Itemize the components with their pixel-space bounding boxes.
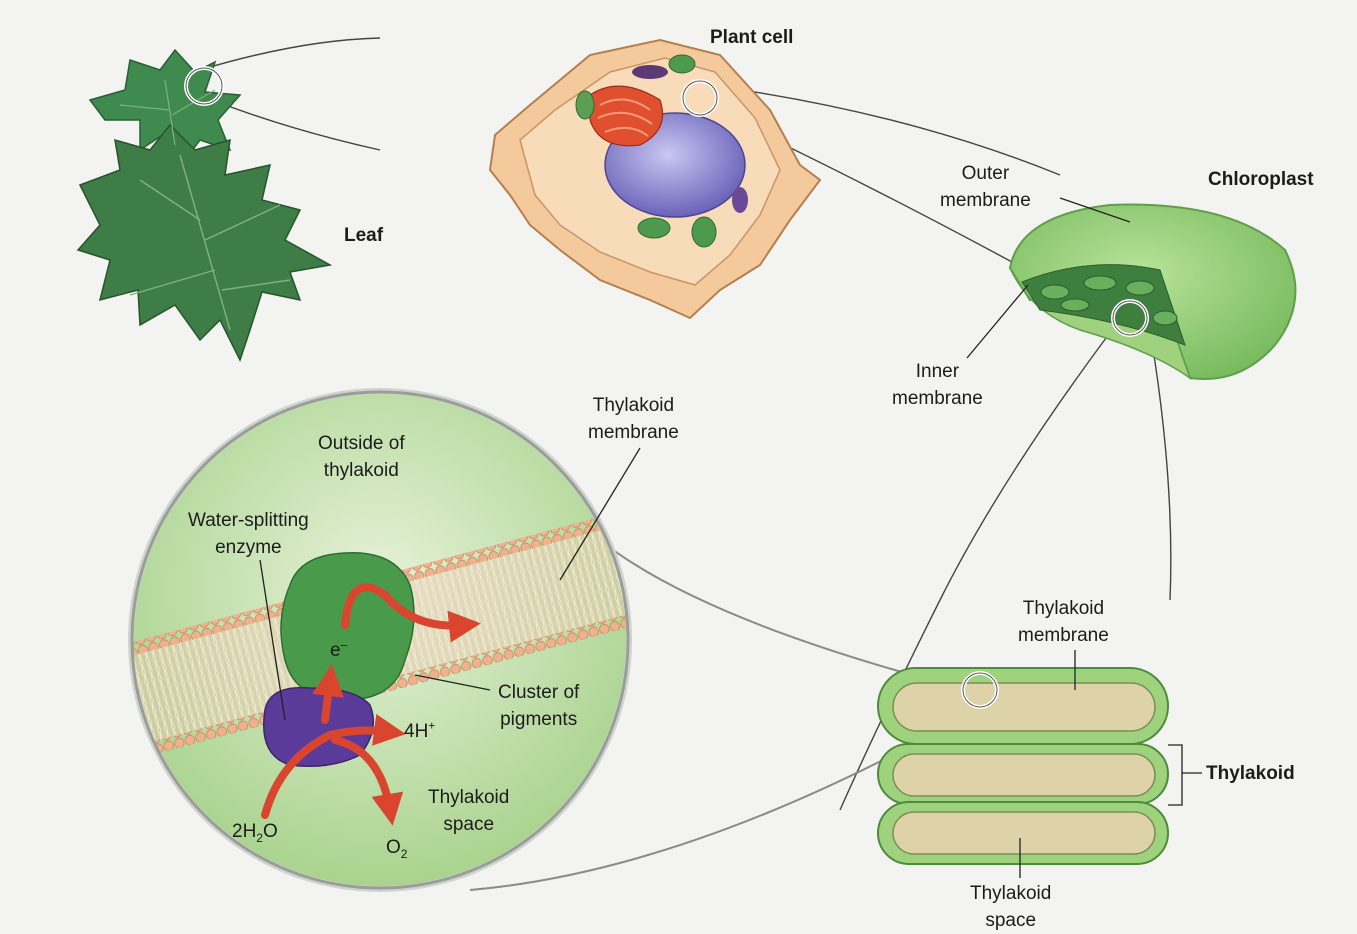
label-thylakoid-space-inset: Thylakoid space [428, 784, 509, 838]
label-thylakoid-membrane-stack: Thylakoid membrane [1018, 595, 1109, 649]
label-cluster-of-pigments: Cluster of pigments [498, 679, 579, 733]
label-water-splitting-enzyme: Water-splitting enzyme [188, 507, 309, 561]
label-thylakoid-space-stack: Thylakoid space [970, 880, 1051, 934]
label-2h2o: 2H2O [232, 818, 278, 845]
label-electron: e– [330, 637, 347, 664]
leaf-illustration [78, 50, 330, 360]
label-o2: O2 [386, 834, 407, 861]
label-outside-of-thylakoid: Outside of thylakoid [318, 430, 405, 484]
label-chloroplast: Chloroplast [1208, 166, 1314, 193]
chloroplast-illustration [1010, 205, 1295, 379]
label-4h-plus: 4H+ [404, 718, 435, 745]
label-inner-membrane: Inner membrane [892, 358, 983, 412]
label-thylakoid: Thylakoid [1206, 760, 1295, 787]
label-leaf: Leaf [344, 222, 383, 249]
plant-cell-illustration [490, 40, 820, 318]
label-thylakoid-membrane-top: Thylakoid membrane [588, 392, 679, 446]
label-outer-membrane: Outer membrane [940, 160, 1031, 214]
thylakoid-stack [878, 668, 1168, 864]
label-plant-cell: Plant cell [710, 24, 793, 51]
